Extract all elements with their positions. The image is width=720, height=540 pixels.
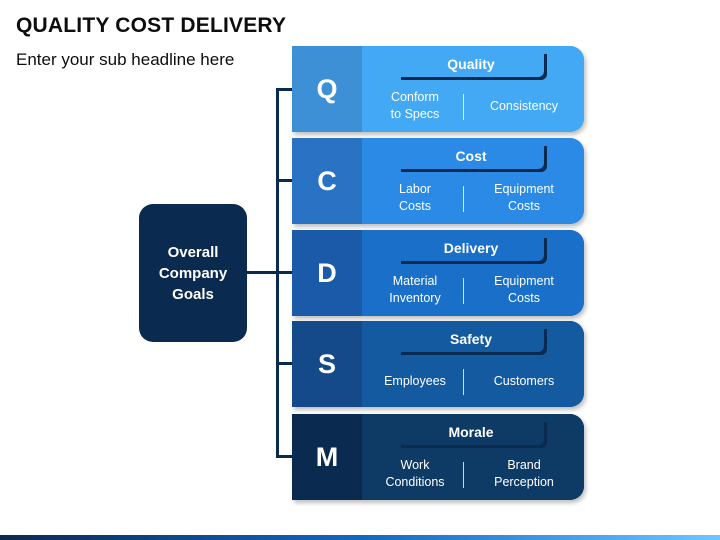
row-item-right: Brand Perception [494, 458, 554, 489]
row-divider [463, 278, 464, 304]
row-letter: Q [292, 46, 362, 132]
row-item-right: Equipment Costs [494, 274, 554, 305]
row-divider [463, 94, 464, 120]
row-item-right: Consistency [489, 98, 559, 113]
row-item-right: Customers [493, 373, 555, 388]
connector-branch-m [276, 455, 292, 458]
page-subtitle: Enter your sub headline here [16, 50, 235, 69]
connector-branch-q [276, 88, 292, 91]
row-letter: S [292, 321, 362, 407]
row-heading: Delivery [398, 235, 544, 261]
connector-horizontal-main [247, 271, 277, 274]
row-letter: M [292, 414, 362, 500]
row-item-left: Labor Costs [399, 182, 431, 213]
row-heading: Quality [398, 51, 544, 77]
row-heading: Safety [398, 326, 544, 352]
row-letter: D [292, 230, 362, 316]
connector-branch-s [276, 362, 292, 365]
overall-goals-label: Overall Company Goals [158, 243, 228, 303]
row-letter: C [292, 138, 362, 224]
connector-branch-c [276, 179, 292, 182]
row-item-left: Work Conditions [385, 458, 445, 489]
row-item-left: Employees [384, 373, 446, 388]
row-divider [463, 462, 464, 488]
row-heading: Cost [398, 143, 544, 169]
row-heading: Morale [398, 419, 544, 445]
row-item-left: Conform to Specs [390, 90, 440, 121]
row-item-right: Equipment Costs [494, 182, 554, 213]
footer-bar [0, 535, 720, 540]
row-divider [463, 186, 464, 212]
row-item-left: Material Inventory [389, 274, 441, 305]
overall-goals-box: Overall Company Goals [139, 204, 247, 342]
connector-branch-d [276, 271, 292, 274]
page-title: QUALITY COST DELIVERY [16, 14, 287, 37]
row-divider [463, 369, 464, 395]
